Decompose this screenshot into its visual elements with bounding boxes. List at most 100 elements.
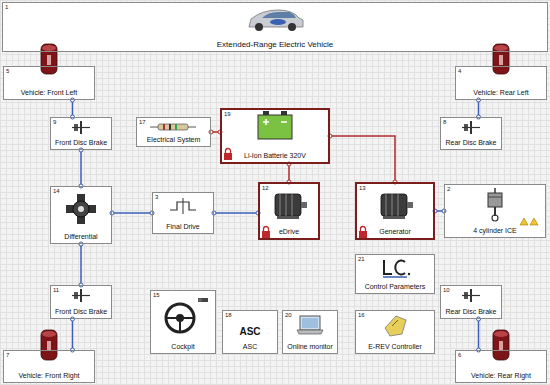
connector (214, 212, 258, 214)
battery-icon (258, 111, 292, 139)
connector (80, 150, 82, 186)
component-label: Cockpit (171, 343, 194, 351)
control-parameters-icon (383, 260, 410, 277)
callout-number: 3 (155, 194, 158, 201)
motor-icon (381, 194, 413, 219)
component-label: Vehicle: Rear Right (471, 372, 531, 380)
box-ground (220, 108, 330, 164)
box-ground (355, 182, 435, 240)
controller-icon (385, 316, 406, 336)
brake-icon (462, 121, 480, 134)
component-label: Li-Ion Batterie 320V (244, 152, 306, 160)
box-ground (152, 192, 214, 234)
port-dot (110, 211, 114, 215)
box-ground (440, 117, 502, 150)
callout-number: 18 (225, 312, 232, 319)
callout-number: 12 (262, 185, 269, 192)
component-box: 6Vehicle: Rear Right (455, 350, 547, 383)
box-ground (222, 310, 278, 354)
callout-number: 13 (359, 185, 366, 192)
callout-number: 20 (285, 312, 292, 319)
component-label: 4 cylinder ICE (473, 227, 517, 235)
component-label: Vehicle: Rear Left (473, 89, 528, 97)
component-box: 14Differential (50, 186, 112, 244)
port-dot (79, 148, 83, 152)
box-ground (355, 254, 435, 294)
component-box: 9Front Disc Brake (50, 117, 112, 150)
lock-icon (262, 227, 270, 239)
component-box: 19Li-Ion Batterie 320V (220, 108, 330, 164)
engine-icon (488, 188, 502, 221)
lock-icon (224, 149, 232, 161)
box-ground (150, 290, 216, 354)
lock-icon (359, 227, 367, 239)
component-box: 13Generator (355, 182, 435, 240)
component-box: 10Rear Disc Brake (440, 285, 502, 319)
callout-number: 10 (443, 287, 450, 294)
component-label: Control Parameters (365, 283, 426, 291)
box-ground (258, 182, 320, 240)
box-ground (282, 310, 338, 354)
port-dot (212, 211, 216, 215)
component-label: Online monitor (287, 343, 333, 351)
callout-number: 4 (458, 68, 461, 75)
wheel-icon (41, 330, 57, 360)
banner-box: 1Extended-Range Electric Vehicle (2, 2, 548, 52)
callout-number: 21 (358, 256, 365, 263)
brake-icon (72, 289, 90, 302)
component-box: 18ASCASC (222, 310, 278, 354)
callout-number: 8 (443, 119, 446, 126)
component-box: 17Electrical System (136, 117, 211, 147)
differential-icon (66, 194, 96, 224)
component-label: eDrive (279, 228, 299, 236)
connector (112, 212, 152, 214)
component-box: 5Vehicle: Front Left (3, 66, 95, 100)
callout-number: 16 (358, 312, 365, 319)
callout-number: 14 (53, 188, 60, 195)
callout-number: 17 (139, 119, 146, 126)
brake-icon (462, 289, 480, 302)
callout-number: 11 (53, 287, 59, 294)
port-dot (477, 317, 481, 321)
component-label: Differential (64, 233, 97, 241)
callout-number: 9 (53, 119, 56, 126)
box-ground (440, 285, 502, 319)
component-label: Rear Disc Brake (446, 139, 497, 147)
brake-icon (72, 121, 90, 134)
connector (478, 319, 480, 350)
component-label: E-REV Controller (368, 343, 422, 351)
box-ground (355, 310, 435, 354)
component-box: 15Cockpit (150, 290, 216, 354)
component-label: Vehicle: Front Left (21, 89, 77, 97)
connector (72, 319, 74, 350)
component-label: Electrical System (147, 136, 201, 144)
connector (330, 136, 395, 182)
component-box: 8Rear Disc Brake (440, 117, 502, 150)
wheel-icon (493, 44, 509, 74)
component-box: 4Vehicle: Rear Left (455, 66, 547, 100)
box-ground (2, 2, 548, 52)
component-label: Front Disc Brake (55, 308, 107, 316)
callout-number: 7 (6, 352, 9, 359)
box-ground (50, 117, 112, 150)
component-box: 12 eDrive (258, 182, 320, 240)
component-box: 3Final Drive (152, 192, 214, 234)
callout-number: 6 (458, 352, 461, 359)
port-dot (477, 98, 481, 102)
motor-icon (275, 194, 307, 219)
component-label: Front Disc Brake (55, 139, 107, 147)
callout-number: 2 (447, 186, 450, 193)
component-box: 7Vehicle: Front Right (3, 350, 95, 383)
component-label: Extended-Range Electric Vehicle (217, 40, 334, 49)
callout-number: 1 (5, 4, 8, 11)
wheel-icon (41, 44, 57, 74)
connector (288, 164, 290, 182)
port-dot (209, 130, 213, 134)
component-box: 2 4 cylinder ICE (444, 184, 546, 238)
component-label: Vehicle: Front Right (18, 372, 79, 380)
connector (478, 100, 480, 117)
box-ground (50, 285, 112, 319)
